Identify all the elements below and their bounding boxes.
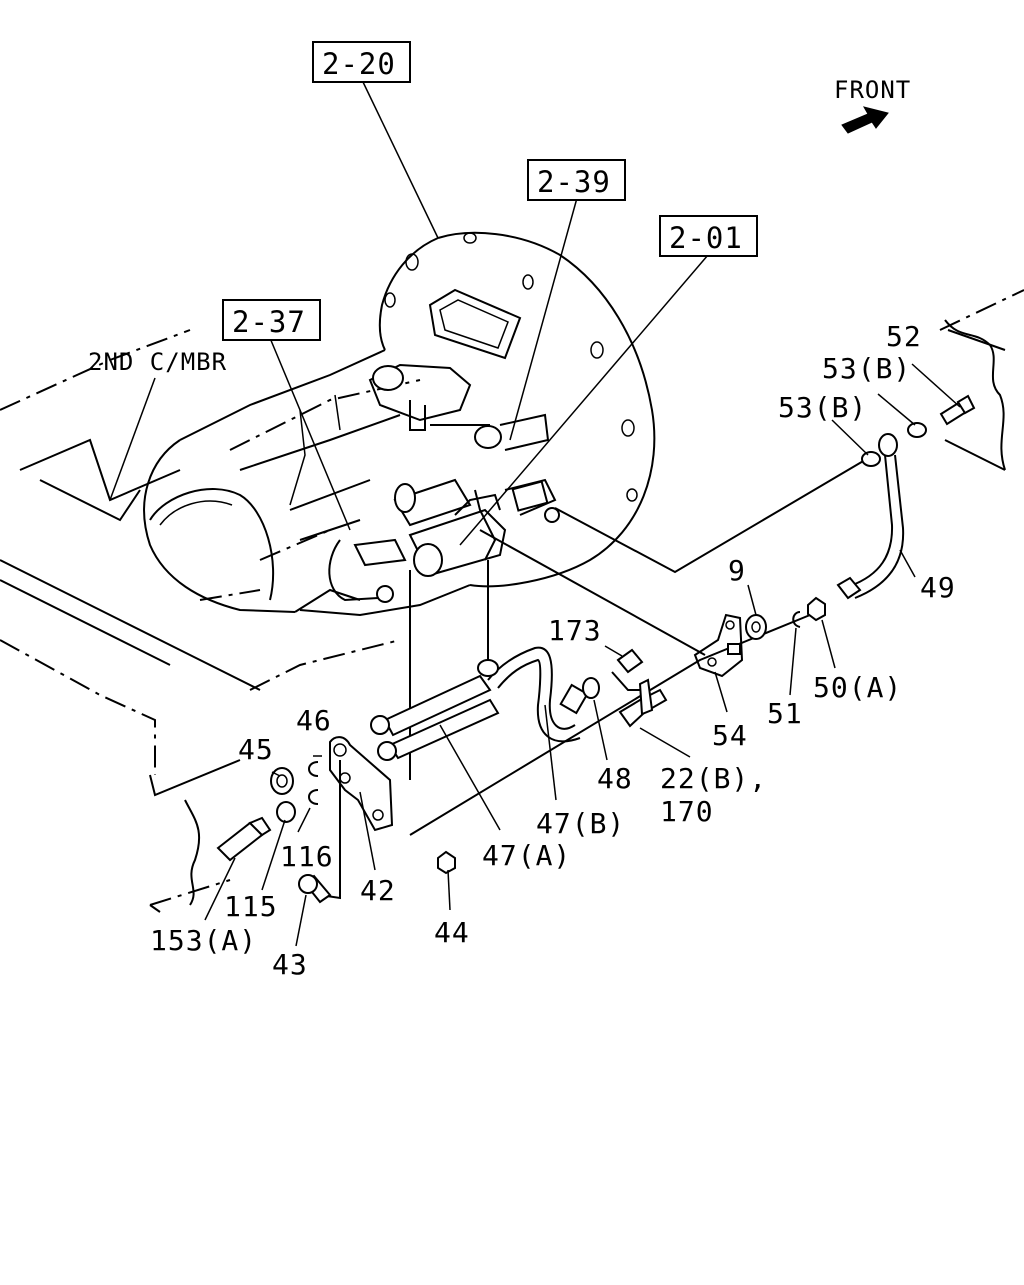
ref-2-01: 2-01 — [669, 221, 743, 255]
ref-2-37: 2-37 — [232, 305, 306, 339]
front-label: FRONT — [834, 76, 911, 104]
callout-48: 48 — [597, 762, 633, 795]
callout-170: 170 — [660, 795, 714, 828]
callout-173: 173 — [548, 614, 602, 647]
ref-box-2-20 — [312, 41, 411, 83]
callout-116: 116 — [280, 840, 334, 873]
ref-2-39: 2-39 — [537, 165, 611, 199]
callout-42: 42 — [360, 874, 396, 907]
callout-leaders — [109, 81, 961, 947]
callout-46: 46 — [296, 704, 332, 737]
callout-52: 52 — [886, 320, 922, 353]
front-indicator: FRONT — [834, 76, 911, 134]
callout-22b: 22(B), — [660, 762, 767, 795]
reference-boxes: 2-20 2-39 2-01 2-37 — [222, 41, 758, 341]
callout-115: 115 — [224, 890, 278, 923]
chassis-frame — [0, 289, 1024, 913]
callout-47b: 47(B) — [536, 807, 625, 840]
arrow-right-icon — [841, 106, 889, 134]
callout-50a: 50(A) — [813, 671, 902, 704]
callout-45: 45 — [238, 733, 274, 766]
callout-53b-upper: 53(B) — [822, 352, 911, 385]
ref-2-20: 2-20 — [322, 47, 396, 81]
callout-9: 9 — [728, 554, 746, 587]
callout-54: 54 — [712, 719, 748, 752]
callout-43: 43 — [272, 948, 308, 981]
member-label: 2ND C/MBR — [88, 348, 227, 376]
callout-53b-lower: 53(B) — [778, 391, 867, 424]
ref-box-2-01 — [659, 215, 758, 257]
callout-153a: 153(A) — [150, 924, 257, 957]
callout-47a: 47(A) — [482, 839, 571, 872]
part-callouts: 52 53(B) 53(B) 49 9 173 50(A) 51 54 48 2… — [150, 320, 956, 981]
tube-assembly — [216, 394, 976, 904]
callout-44: 44 — [434, 916, 470, 949]
transmission-assembly — [143, 231, 656, 617]
ref-box-2-37 — [222, 299, 321, 341]
leader-lines — [409, 459, 866, 836]
callout-49: 49 — [920, 571, 956, 604]
ref-box-2-39 — [527, 159, 626, 201]
callout-51: 51 — [767, 697, 803, 730]
